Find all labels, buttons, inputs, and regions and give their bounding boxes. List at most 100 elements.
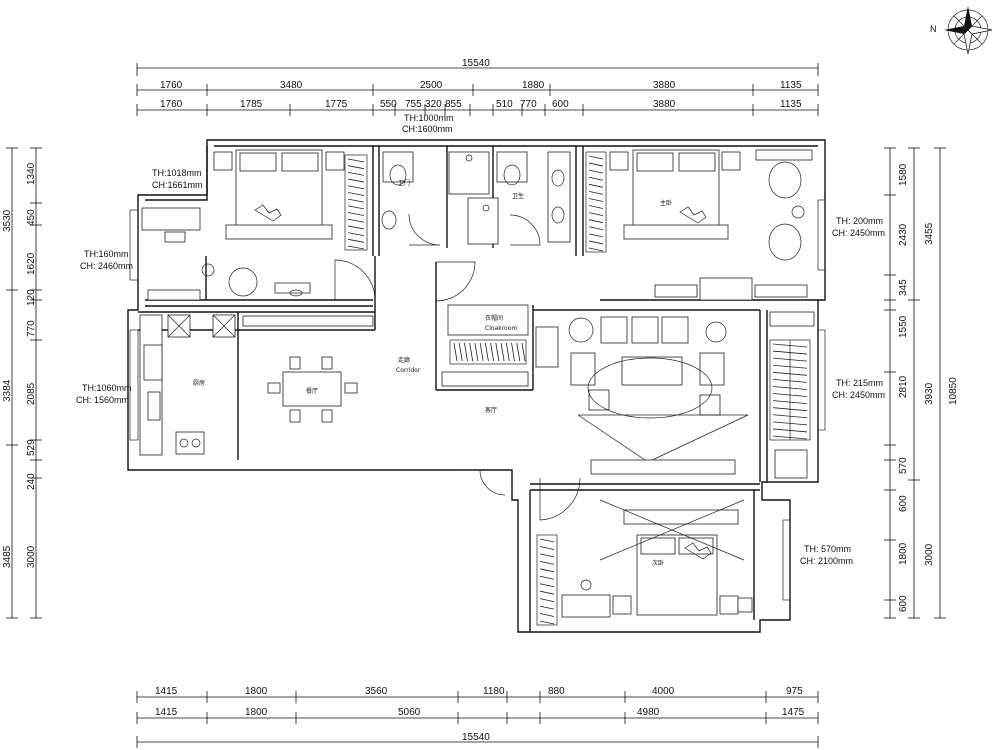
doors xyxy=(334,213,581,521)
room-bedroom3: 次卧 xyxy=(652,559,664,567)
window-notes: TH:1018mm CH:1661mm TH:160mm CH: 2460mm … xyxy=(76,113,885,566)
note-5-ch: CH: 1560mm xyxy=(76,395,129,405)
room-kitchen: 厨房 xyxy=(193,379,205,387)
dim-left-3: 3485 xyxy=(2,545,13,568)
wardrobe-hatch-2 xyxy=(585,151,607,253)
wardrobe-hatch-4 xyxy=(769,339,811,441)
dim-top2-12: 1135 xyxy=(780,99,802,110)
dim-right2-6: 570 xyxy=(898,457,909,474)
dim-top2-6: 320 xyxy=(425,99,442,110)
desk-top-left xyxy=(141,207,311,301)
dim-top-2: 3480 xyxy=(280,80,303,91)
dim-bot-4: 1180 xyxy=(483,686,505,697)
dim-right2-7: 600 xyxy=(898,495,909,512)
dim-top2-2: 1785 xyxy=(240,99,263,110)
dim-right-3: 3000 xyxy=(924,543,935,566)
right-dimensions: 1580 2430 345 1550 2810 570 600 1800 600… xyxy=(884,147,959,619)
dim-right2-2: 2430 xyxy=(898,223,909,246)
compass-icon xyxy=(944,6,993,55)
note-3-th: TH:1000mm xyxy=(404,113,454,123)
bottom-dimensions: 1415 1800 3560 1180 880 4000 975 1415 18… xyxy=(136,686,819,748)
dim-left2-5: 770 xyxy=(26,320,37,337)
room-living: 客厅 xyxy=(485,406,497,414)
dim-right-total: 10850 xyxy=(948,377,959,405)
dim-bot2-3: 5060 xyxy=(398,707,421,718)
note-2-th: TH:160mm xyxy=(84,249,129,259)
cloakroom: 衣帽间 Cloakroom xyxy=(441,304,529,387)
dim-right2-1: 1580 xyxy=(898,163,909,186)
living-room: 客厅 xyxy=(485,316,749,475)
wardrobe-hatch-5 xyxy=(536,534,558,626)
dim-bot2-4: 4980 xyxy=(637,707,660,718)
dim-right2-4: 1550 xyxy=(898,315,909,338)
kitchen: 厨房 xyxy=(139,314,374,456)
dim-top-total: 15540 xyxy=(462,58,490,69)
note-5-th: TH:1060mm xyxy=(82,383,132,393)
dim-top2-4: 550 xyxy=(380,99,397,110)
room-bedroom2: 主卧 xyxy=(660,199,672,207)
dim-bot2-1: 1415 xyxy=(155,707,178,718)
dim-left2-2: 450 xyxy=(26,209,37,226)
dim-top2-11: 3880 xyxy=(653,99,676,110)
note-4-ch: CH: 2450mm xyxy=(832,228,885,238)
dim-bot-total: 15540 xyxy=(462,732,490,743)
dim-left-1: 3530 xyxy=(2,209,13,232)
dim-left2-1: 1340 xyxy=(26,162,37,185)
bed-top-right: 主卧 xyxy=(609,149,741,240)
dim-bot-2: 1800 xyxy=(245,686,268,697)
dim-top2-10: 600 xyxy=(552,99,569,110)
room-bath2: 卫生 xyxy=(512,192,524,200)
dim-top-4: 1880 xyxy=(522,80,545,91)
note-1-ch: CH:1661mm xyxy=(152,180,203,190)
bed-bottom: 次卧 xyxy=(561,499,753,618)
dim-bot-5: 880 xyxy=(548,686,565,697)
room-dining: 餐厅 xyxy=(306,387,318,395)
dim-left2-8: 240 xyxy=(26,473,37,490)
dining-table: 餐厅 xyxy=(267,356,358,423)
room-corridor-en: Corridor xyxy=(396,367,421,374)
dim-right2-3: 345 xyxy=(898,279,909,296)
dim-top2-3: 1775 xyxy=(325,99,348,110)
dim-top2-1: 1760 xyxy=(160,99,183,110)
left-dimensions: 3530 3384 3485 1340 450 1620 120 770 208… xyxy=(2,147,42,619)
wardrobe-hatch-3 xyxy=(449,339,527,365)
dim-bot-3: 3560 xyxy=(365,686,388,697)
room-storage: 衣帽间 xyxy=(485,314,503,322)
dim-left2-6: 2085 xyxy=(26,382,37,405)
note-7-th: TH: 570mm xyxy=(804,544,851,554)
dim-top2-9: 770 xyxy=(520,99,537,110)
dim-right2-5: 2810 xyxy=(898,375,909,398)
dim-top-5: 3880 xyxy=(653,80,676,91)
bed-top-left xyxy=(213,149,345,240)
dim-left2-3: 1620 xyxy=(26,252,37,275)
dim-right2-8: 1800 xyxy=(898,542,909,565)
storage-right xyxy=(769,311,815,479)
note-6-ch: CH: 2450mm xyxy=(832,390,885,400)
room-bath1: 卫门 xyxy=(398,179,410,187)
dim-top-6: 1135 xyxy=(780,80,802,91)
top-dimensions: 15540 1760 3480 2500 1880 3880 1135 1760… xyxy=(136,58,819,116)
dim-left-2: 3384 xyxy=(2,379,13,402)
room-corridor: 走廊 xyxy=(398,356,410,364)
note-3-ch: CH:1600mm xyxy=(402,124,453,134)
dim-bot-6: 4000 xyxy=(652,686,675,697)
dim-top-3: 2500 xyxy=(420,80,443,91)
dim-bot2-5: 1475 xyxy=(782,707,805,718)
note-7-ch: CH: 2100mm xyxy=(800,556,853,566)
dim-right-1: 3455 xyxy=(924,222,935,245)
note-2-ch: CH: 2460mm xyxy=(80,261,133,271)
compass-label: N xyxy=(930,24,937,34)
dim-top-1: 1760 xyxy=(160,80,183,91)
lounge-chairs-right xyxy=(654,149,813,301)
note-6-th: TH: 215mm xyxy=(836,378,883,388)
bathroom-2: 卫生 xyxy=(467,151,571,245)
bathroom-1: 卫门 xyxy=(381,151,490,230)
dim-left2-9: 3000 xyxy=(26,545,37,568)
dim-top2-5: 755 xyxy=(405,99,422,110)
dim-top2-7: 855 xyxy=(445,99,462,110)
dim-bot-7: 975 xyxy=(786,686,803,697)
dim-left2-7: 529 xyxy=(26,439,37,456)
dim-top2-8: 510 xyxy=(496,99,513,110)
